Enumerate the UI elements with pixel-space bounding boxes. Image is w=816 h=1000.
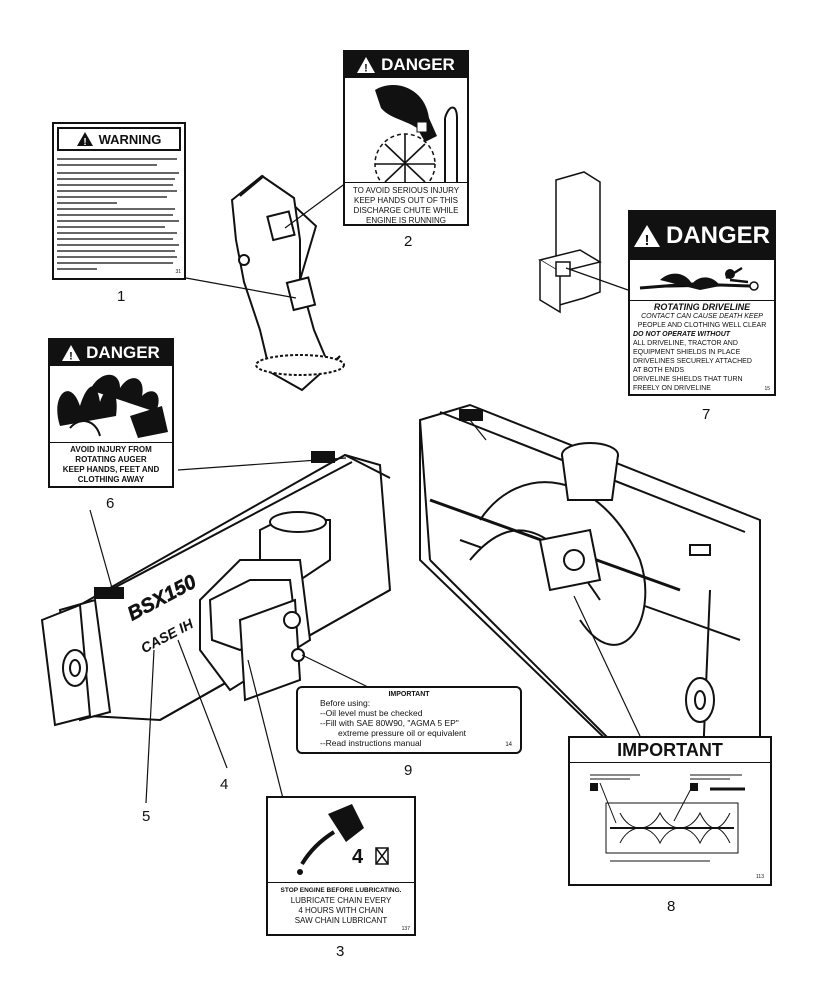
decal-line: PEOPLE AND CLOTHING WELL CLEAR bbox=[637, 322, 767, 329]
hand-in-chute-pictogram bbox=[345, 78, 467, 195]
warning-triangle-icon: ! bbox=[76, 132, 93, 146]
decal-bullet: DRIVELINES SECURELY ATTACHED bbox=[633, 358, 752, 365]
decal-line: AVOID INJURY FROM bbox=[70, 445, 152, 454]
decal-header: ! DANGER bbox=[630, 212, 774, 260]
lube-interval-number: 4 bbox=[352, 846, 364, 868]
decal-line: ENGINE IS RUNNING bbox=[365, 216, 446, 225]
callout-4: 4 bbox=[220, 776, 229, 793]
decal-bullet: AT BOTH ENDS bbox=[633, 367, 685, 374]
callout-5: 5 bbox=[142, 808, 151, 825]
decal-line: ROTATING AUGER bbox=[75, 455, 147, 464]
callout-2: 2 bbox=[404, 233, 413, 250]
decal-header-text: WARNING bbox=[98, 131, 162, 147]
decal-warning: ! WARNING 31 bbox=[52, 122, 186, 280]
decal-bullet: FREELY ON DRIVELINE bbox=[633, 385, 711, 392]
decal-line: --Fill with SAE 80W90, "AGMA 5 EP" bbox=[320, 718, 459, 728]
svg-text:!: ! bbox=[644, 232, 649, 247]
decal-header: ! WARNING bbox=[57, 127, 181, 151]
decal-text: Before using: --Oil level must be checke… bbox=[306, 698, 512, 748]
svg-text:!: ! bbox=[364, 63, 368, 74]
svg-text:!: ! bbox=[83, 137, 86, 146]
decal-danger-auger: ! DANGER AVOID INJURY FROM ROTATING AUGE… bbox=[48, 338, 174, 488]
decal-header-text: DANGER bbox=[665, 222, 770, 249]
decal-text: STOP ENGINE BEFORE LUBRICATING. LUBRICAT… bbox=[268, 883, 414, 926]
decal-bullet: ALL DRIVELINE, TRACTOR AND bbox=[633, 340, 738, 347]
decal-important-oil: IMPORTANT Before using: --Oil level must… bbox=[296, 686, 522, 754]
decal-code: 31 bbox=[175, 269, 181, 275]
snowblower-left bbox=[40, 451, 392, 727]
decal-danger-chute: ! DANGER TO AVOID SERIOUS INJURY KEEP HA… bbox=[343, 50, 469, 226]
decal-code: 15 bbox=[764, 386, 770, 392]
decal-line: TO AVOID SERIOUS INJURY bbox=[352, 186, 460, 195]
discharge-chute bbox=[230, 174, 345, 392]
decal-line: LUBRICATE CHAIN EVERY bbox=[290, 896, 392, 905]
decal-line: CONTACT CAN CAUSE DEATH KEEP bbox=[641, 313, 763, 320]
decal-line: 4 HOURS WITH CHAIN bbox=[298, 906, 384, 915]
decal-line: --Oil level must be checked bbox=[320, 708, 423, 718]
decal-text: TO AVOID SERIOUS INJURY KEEP HANDS OUT O… bbox=[345, 183, 467, 226]
svg-text:!: ! bbox=[69, 351, 73, 362]
decal-line: CLOTHING AWAY bbox=[77, 475, 145, 484]
decal-line: Before using: bbox=[320, 698, 371, 708]
decal-line: DISCHARGE CHUTE WHILE bbox=[353, 206, 459, 215]
decal-important-diagram: IMPORTANT 113 bbox=[568, 736, 772, 886]
callout-7: 7 bbox=[702, 406, 711, 423]
decal-header-text: IMPORTANT bbox=[570, 738, 770, 763]
warning-triangle-icon: ! bbox=[357, 57, 376, 74]
callout-8: 8 bbox=[667, 898, 676, 915]
decal-line: SAW CHAIN LUBRICANT bbox=[294, 916, 388, 925]
decal-header: ! DANGER bbox=[50, 340, 172, 366]
entanglement-pictogram bbox=[630, 260, 774, 301]
decal-code: 137 bbox=[401, 926, 410, 932]
fine-print bbox=[57, 155, 181, 280]
decal-title: ROTATING DRIVELINE bbox=[653, 302, 751, 312]
callout-3: 3 bbox=[336, 943, 345, 960]
oil-can-pictogram: 4 bbox=[268, 798, 414, 883]
decal-line: --Read instructions manual bbox=[320, 738, 422, 748]
decal-line: extreme pressure oil or equivalent bbox=[338, 728, 467, 738]
decal-lubricate-chain: 4 STOP ENGINE BEFORE LUBRICATING. LUBRIC… bbox=[266, 796, 416, 936]
callout-6: 6 bbox=[106, 495, 115, 512]
decal-header-text: DANGER bbox=[86, 343, 160, 362]
decal-danger-driveline: ! DANGER ROTATING DRIVELINE CONTACT CAN … bbox=[628, 210, 776, 396]
decal-text: ROTATING DRIVELINE CONTACT CAN CAUSE DEA… bbox=[630, 301, 774, 395]
decal-line: STOP ENGINE BEFORE LUBRICATING. bbox=[280, 887, 402, 894]
callout-9: 9 bbox=[404, 762, 413, 779]
decal-header-text: DANGER bbox=[381, 55, 455, 74]
decal-bullet: DRIVELINE SHIELDS THAT TURN bbox=[633, 376, 743, 383]
decal-text: AVOID INJURY FROM ROTATING AUGER KEEP HA… bbox=[50, 443, 172, 485]
driveline-bracket bbox=[538, 171, 602, 314]
snowblower-right bbox=[419, 403, 761, 832]
auger-diagram-pictogram bbox=[570, 763, 770, 888]
decal-line: KEEP HANDS OUT OF THIS bbox=[353, 196, 459, 205]
decal-code: 14 bbox=[505, 742, 512, 748]
warning-triangle-icon: ! bbox=[62, 345, 81, 362]
callout-1: 1 bbox=[117, 288, 126, 305]
decal-header: ! DANGER bbox=[345, 52, 467, 78]
decal-subtitle: DO NOT OPERATE WITHOUT bbox=[633, 331, 731, 338]
leader-lines bbox=[89, 179, 641, 851]
decal-header-text: IMPORTANT bbox=[388, 691, 430, 698]
decal-bullet: EQUIPMENT SHIELDS IN PLACE bbox=[633, 349, 741, 356]
decal-code: 113 bbox=[756, 874, 764, 880]
warning-triangle-icon: ! bbox=[633, 225, 660, 247]
auger-pictogram bbox=[50, 366, 172, 443]
decal-line: KEEP HANDS, FEET AND bbox=[62, 465, 160, 474]
